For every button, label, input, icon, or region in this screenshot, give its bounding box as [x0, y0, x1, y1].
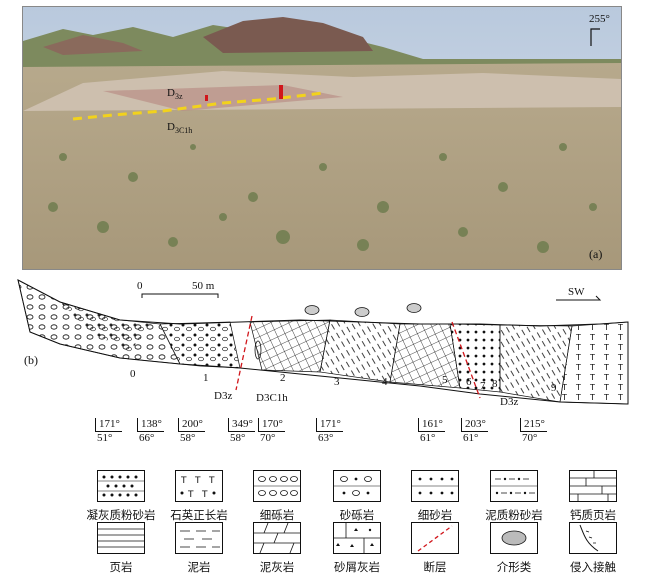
- shale-icon: [97, 522, 145, 554]
- legend-item: 侵入接触: [554, 522, 632, 575]
- legend-item: 钙质页岩: [554, 470, 632, 523]
- legend-item: 泥岩: [160, 522, 238, 575]
- field-photo: 255° D3z D3C1h (a): [22, 6, 622, 270]
- unit-5: 5: [442, 374, 448, 386]
- svg-text:T: T: [187, 490, 194, 500]
- scale-zero: 0: [137, 280, 143, 292]
- unit-7: 7: [480, 380, 486, 392]
- formation-left: D3z: [214, 390, 233, 402]
- svg-text:T: T: [194, 476, 201, 486]
- intrusive-contact-icon: [569, 522, 617, 554]
- mudstone-icon: [175, 522, 223, 554]
- legend-item: 泥灰岩: [238, 522, 316, 575]
- unit-6: 6: [466, 376, 472, 388]
- unit-0: 0: [130, 368, 136, 380]
- formation-right: D3z: [500, 396, 519, 408]
- unit-9: 9: [551, 382, 557, 394]
- scale-value: 50 m: [192, 280, 215, 292]
- fine-conglomerate-icon: [253, 470, 301, 502]
- unit-2: 2: [280, 372, 286, 384]
- legend-item: 细砾岩: [238, 470, 316, 523]
- fine-sandstone-icon: [411, 470, 459, 502]
- svg-text:T: T: [201, 490, 208, 500]
- north-arrow-icon: [590, 28, 600, 46]
- ostracod-icon: [490, 522, 538, 554]
- marl-icon: [253, 522, 301, 554]
- photo-tag-lower: D3C1h: [167, 121, 193, 136]
- attitude-4: 349°58°: [228, 418, 255, 444]
- attitude-9: 215°70°: [520, 418, 547, 444]
- attitude-6: 171°63°: [316, 418, 343, 444]
- unit-8: 8: [492, 378, 498, 390]
- legend-item: 页岩: [82, 522, 160, 575]
- legend-item: 泥质粉砂岩: [475, 470, 553, 523]
- legend-item: 凝灰质粉砂岩: [82, 470, 160, 523]
- photo-scene: [23, 7, 621, 269]
- calcarenite-icon: [333, 522, 381, 554]
- tuffaceous-siltstone-icon: [97, 470, 145, 502]
- legend-item: 砂屑灰岩: [318, 522, 396, 575]
- attitude-8: 203°61°: [461, 418, 488, 444]
- glutenite-icon: [333, 470, 381, 502]
- unit-1: 1: [203, 372, 209, 384]
- legend-item: 砂砾岩: [318, 470, 396, 523]
- direction-label: SW: [568, 286, 585, 298]
- legend-item: 细砂岩: [396, 470, 474, 523]
- panel-b-label: (b): [24, 353, 38, 367]
- svg-text:T: T: [208, 476, 215, 486]
- svg-text:T: T: [180, 476, 187, 486]
- unit-4: 4: [382, 376, 388, 388]
- formation-mid: D3C1h: [256, 392, 288, 404]
- fault-icon: [411, 522, 459, 554]
- cross-section: T (b) 0 50 m SW 0 1 2 3 4 5 6 7 8 9: [0, 272, 648, 432]
- attitude-3: 200°58°: [178, 418, 205, 444]
- attitude-2: 138°66°: [137, 418, 164, 444]
- unit-3: 3: [334, 376, 340, 388]
- section-drawing: T: [17, 279, 629, 405]
- orientation-label: 255°: [589, 13, 610, 25]
- photo-tag-upper: D3z: [167, 87, 183, 102]
- argillaceous-siltstone-icon: [490, 470, 538, 502]
- legend-item: 断层: [396, 522, 474, 575]
- attitude-1: 171°51°: [95, 418, 122, 444]
- attitude-5: 170°70°: [258, 418, 285, 444]
- calcareous-shale-icon: [569, 470, 617, 502]
- attitude-7: 161°61°: [418, 418, 445, 444]
- panel-a-label: (a): [589, 247, 603, 261]
- legend-item: 介形类: [475, 522, 553, 575]
